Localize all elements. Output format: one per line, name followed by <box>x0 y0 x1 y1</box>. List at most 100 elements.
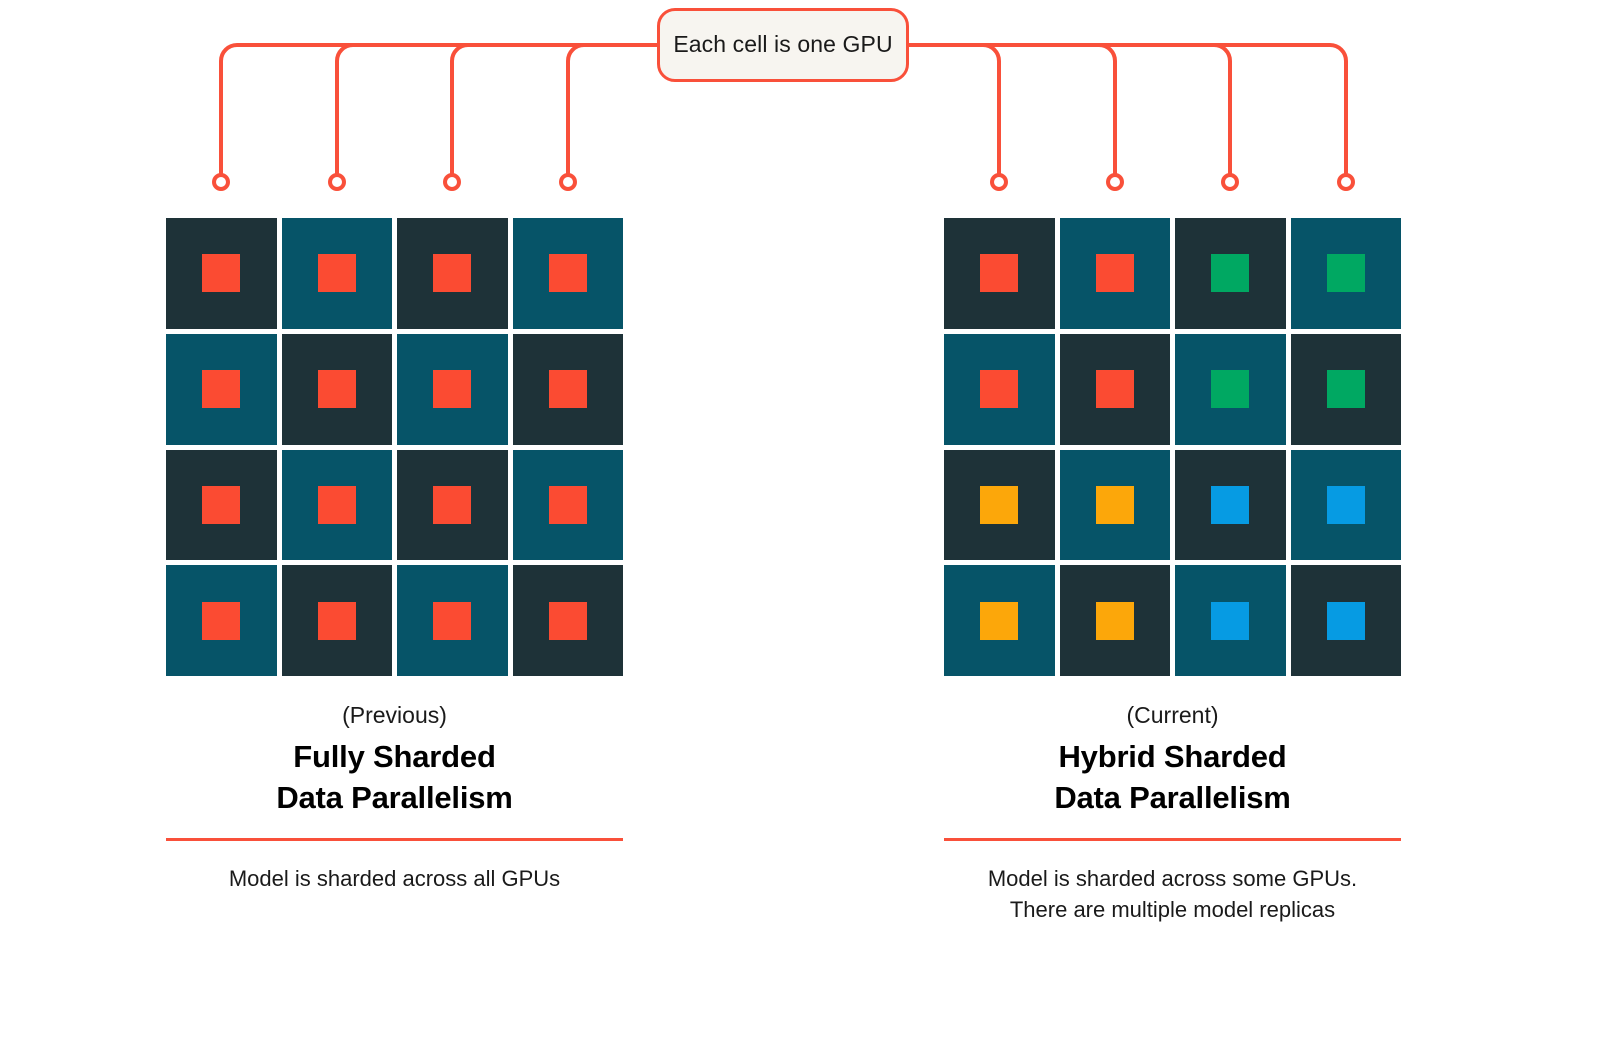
connector-endpoint-circle <box>1221 173 1239 191</box>
connector-endpoint-circle <box>212 173 230 191</box>
gpu-cell <box>166 218 277 329</box>
gpu-cell <box>944 218 1055 329</box>
gpu-shard-chip <box>202 254 241 293</box>
divider-rule-current <box>944 838 1401 841</box>
gpu-shard-chip <box>317 601 356 640</box>
gpu-shard-chip <box>548 370 587 409</box>
gpu-cell <box>1059 333 1170 445</box>
gpu-cell <box>1175 218 1286 329</box>
gpu-cell <box>1290 218 1401 329</box>
gpu-cell <box>166 565 277 676</box>
description-current-line1: Model is sharded across some GPUs. <box>987 866 1358 891</box>
title-previous-line2: Data Parallelism <box>276 780 513 815</box>
kicker-previous: (Previous) <box>342 702 447 728</box>
kicker-current: (Current) <box>1126 702 1219 728</box>
gpu-shard-chip <box>1095 370 1134 409</box>
gpu-cell <box>281 565 392 676</box>
gpu-shard-chip <box>1095 601 1134 640</box>
connector-endpoint-circle <box>328 173 346 191</box>
gpu-cell <box>1175 333 1286 445</box>
gpu-shard-chip <box>1095 485 1134 524</box>
gpu-cell <box>397 333 508 445</box>
gpu-shard-chip <box>1211 601 1250 640</box>
gpu-cell <box>281 218 392 329</box>
gpu-cell <box>944 449 1055 561</box>
gpu-cell <box>1290 565 1401 676</box>
gpu-cell <box>1059 565 1170 676</box>
gpu-shard-chip <box>433 601 472 640</box>
gpu-shard-chip <box>317 485 356 524</box>
title-current-line1: Hybrid Sharded <box>1058 739 1287 774</box>
gpu-shard-chip <box>202 601 241 640</box>
description-previous: Model is sharded across all GPUs <box>166 863 623 894</box>
gpu-cell <box>281 333 392 445</box>
gpu-cell <box>281 449 392 561</box>
gpu-cell <box>397 218 508 329</box>
gpu-shard-chip <box>548 601 587 640</box>
gpu-cell <box>512 333 623 445</box>
connector-line <box>566 43 659 177</box>
gpu-shard-chip <box>980 370 1019 409</box>
connector-endpoint-circle <box>559 173 577 191</box>
gpu-shard-chip <box>1326 254 1365 293</box>
caption-previous: (Previous) Fully Sharded Data Parallelis… <box>166 700 623 894</box>
gpu-cell <box>1175 449 1286 561</box>
connector-line <box>335 43 659 177</box>
gpu-shard-chip <box>548 254 587 293</box>
connector-endpoint-circle <box>990 173 1008 191</box>
description-current-line2: There are multiple model replicas <box>1009 897 1336 922</box>
gpu-shard-chip <box>202 370 241 409</box>
caption-current: (Current) Hybrid Sharded Data Parallelis… <box>944 700 1401 925</box>
gpu-shard-chip <box>548 485 587 524</box>
gpu-shard-chip <box>980 485 1019 524</box>
gpu-shard-chip <box>1211 370 1250 409</box>
description-current: Model is sharded across some GPUs. There… <box>944 863 1401 925</box>
gpu-cell <box>1290 333 1401 445</box>
gpu-cell <box>512 565 623 676</box>
callout-each-cell-is-one-gpu: Each cell is one GPU <box>657 8 909 82</box>
callout-label: Each cell is one GPU <box>673 31 893 58</box>
gpu-cell <box>944 565 1055 676</box>
gpu-shard-chip <box>980 254 1019 293</box>
gpu-shard-chip <box>1095 254 1134 293</box>
gpu-shard-chip <box>317 370 356 409</box>
connector-line <box>907 43 1232 177</box>
gpu-cell <box>397 565 508 676</box>
gpu-cell <box>166 333 277 445</box>
gpu-shard-chip <box>202 485 241 524</box>
connector-line <box>907 43 1117 177</box>
divider-rule-previous <box>166 838 623 841</box>
gpu-shard-chip <box>433 485 472 524</box>
connector-line <box>907 43 1348 177</box>
gpu-cell <box>166 449 277 561</box>
gpu-shard-chip <box>317 254 356 293</box>
title-current-line2: Data Parallelism <box>1054 780 1291 815</box>
title-previous-line1: Fully Sharded <box>293 739 496 774</box>
gpu-shard-chip <box>433 254 472 293</box>
gpu-cell <box>1059 218 1170 329</box>
gpu-shard-chip <box>433 370 472 409</box>
gpu-shard-chip <box>1326 370 1365 409</box>
title-current: Hybrid Sharded Data Parallelism <box>944 736 1401 818</box>
gpu-cell <box>1175 565 1286 676</box>
gpu-shard-chip <box>1211 254 1250 293</box>
gpu-cell <box>944 333 1055 445</box>
gpu-cell <box>512 449 623 561</box>
gpu-cell <box>397 449 508 561</box>
description-previous-line1: Model is sharded across all GPUs <box>228 866 561 891</box>
gpu-shard-chip <box>980 601 1019 640</box>
connector-line <box>907 43 1001 177</box>
connector-endpoint-circle <box>1337 173 1355 191</box>
gpu-shard-chip <box>1211 485 1250 524</box>
gpu-grid-current <box>944 218 1401 676</box>
gpu-cell <box>512 218 623 329</box>
gpu-grid-previous <box>166 218 623 676</box>
connector-line <box>219 43 659 177</box>
gpu-cell <box>1059 449 1170 561</box>
gpu-shard-chip <box>1326 601 1365 640</box>
connector-endpoint-circle <box>1106 173 1124 191</box>
gpu-cell <box>1290 449 1401 561</box>
title-previous: Fully Sharded Data Parallelism <box>166 736 623 818</box>
connector-endpoint-circle <box>443 173 461 191</box>
